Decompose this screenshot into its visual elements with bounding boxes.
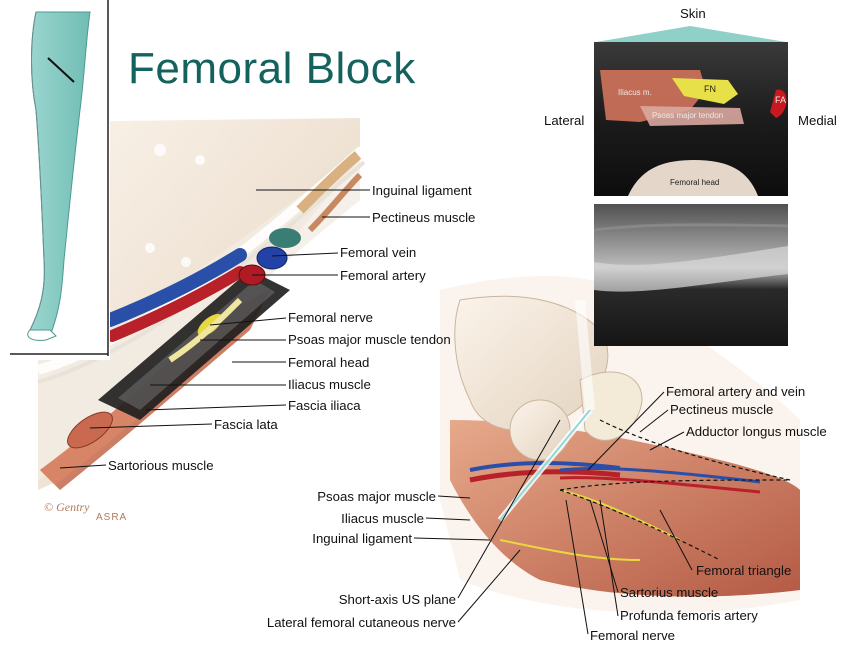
label-femoral-artery-vein: Femoral artery and vein (666, 384, 806, 399)
label-pectineus-muscle: Pectineus muscle (372, 210, 476, 225)
label-inguinal-ligament: Inguinal ligament (372, 183, 472, 198)
right-leader-lines (413, 391, 693, 635)
left-leader-lines (59, 189, 370, 469)
label-sartorious-muscle: Sartorious muscle (108, 458, 214, 473)
us-medial-label: Medial (798, 113, 837, 128)
label-short-axis-plane: Short-axis US plane (338, 592, 456, 607)
us-fn-label: FN (704, 84, 716, 94)
ultrasound-top (594, 26, 788, 196)
label-femoral-nerve-right: Femoral nerve (590, 628, 676, 643)
label-femoral-artery: Femoral artery (340, 268, 426, 283)
us-skin-label: Skin (680, 6, 706, 21)
ultrasound-bottom (593, 204, 789, 346)
label-iliacus-right: Iliacus muscle (341, 511, 424, 526)
artist-signature: Gentry (56, 500, 90, 514)
label-inguinal-ligament-right: Inguinal ligament (312, 531, 412, 546)
label-profunda-femoris: Profunda femoris artery (620, 608, 758, 623)
us-femoral-head-label: Femoral head (670, 178, 720, 187)
page-title: Femoral Block (128, 44, 416, 93)
leg-inset (0, 0, 110, 360)
label-lateral-femoral-cutaneous: Lateral femoral cutaneous nerve (266, 615, 456, 630)
label-femoral-triangle: Femoral triangle (696, 563, 792, 578)
label-psoas-tendon: Psoas major muscle tendon (288, 332, 451, 347)
label-iliacus-muscle: Iliacus muscle (288, 377, 371, 392)
label-femoral-vein: Femoral vein (340, 245, 417, 260)
us-iliacus-label: Iliacus m. (618, 88, 652, 97)
credit-org: ASRA (96, 512, 128, 523)
label-pectineus-muscle-right: Pectineus muscle (670, 402, 774, 417)
label-sartorius-right: Sartorius muscle (620, 585, 719, 600)
label-femoral-nerve: Femoral nerve (288, 310, 374, 325)
credit-signature: © Gentry (44, 500, 89, 515)
us-lateral-label: Lateral (544, 113, 585, 128)
label-fascia-iliaca: Fascia iliaca (288, 398, 361, 413)
pelvis-anatomy (440, 276, 800, 614)
label-adductor-longus: Adductor longus muscle (686, 424, 827, 439)
cross-section-anatomy (35, 118, 366, 500)
label-fascia-lata: Fascia lata (214, 417, 278, 432)
label-femoral-head: Femoral head (288, 355, 370, 370)
copyright-mark: © (44, 500, 54, 514)
us-psoas-label: Psoas major tendon (652, 111, 724, 120)
us-fa-label: FA (775, 95, 787, 105)
label-psoas-major: Psoas major muscle (317, 489, 436, 504)
